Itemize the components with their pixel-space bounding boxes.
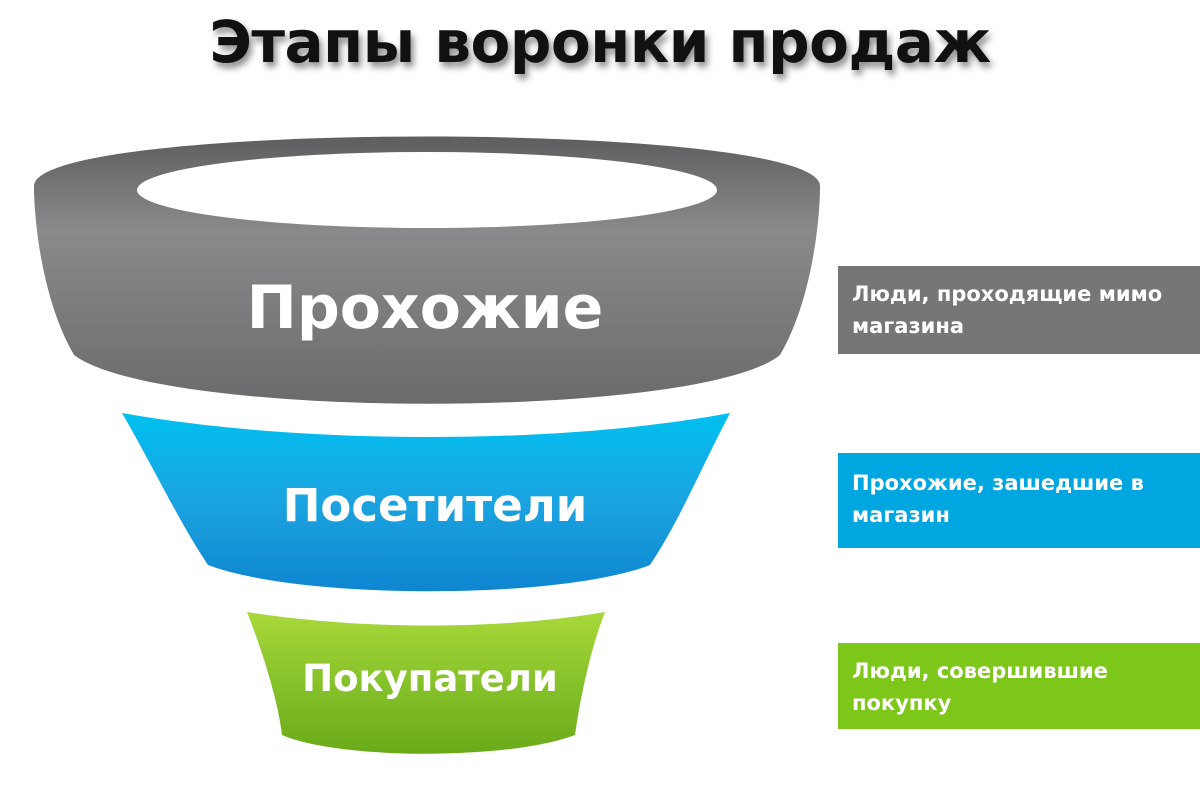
stage-label-passersby: Прохожие [246, 273, 604, 343]
diagram-title: Этапы воронки продаж [209, 8, 991, 76]
stage-description-passersby: Люди, проходящие мимо магазина [838, 266, 1200, 354]
funnel-stage-1-shape [34, 136, 820, 404]
stage-description-buyers: Люди, совершившие покупку [838, 643, 1200, 729]
stage-label-buyers: Покупатели [302, 657, 558, 700]
stage-description-visitors: Прохожие, зашедшие в магазин [838, 453, 1200, 548]
funnel-stage-3-shape [247, 612, 605, 754]
stage-label-visitors: Посетители [282, 479, 588, 532]
funnel-stage-2-shape [122, 413, 730, 592]
